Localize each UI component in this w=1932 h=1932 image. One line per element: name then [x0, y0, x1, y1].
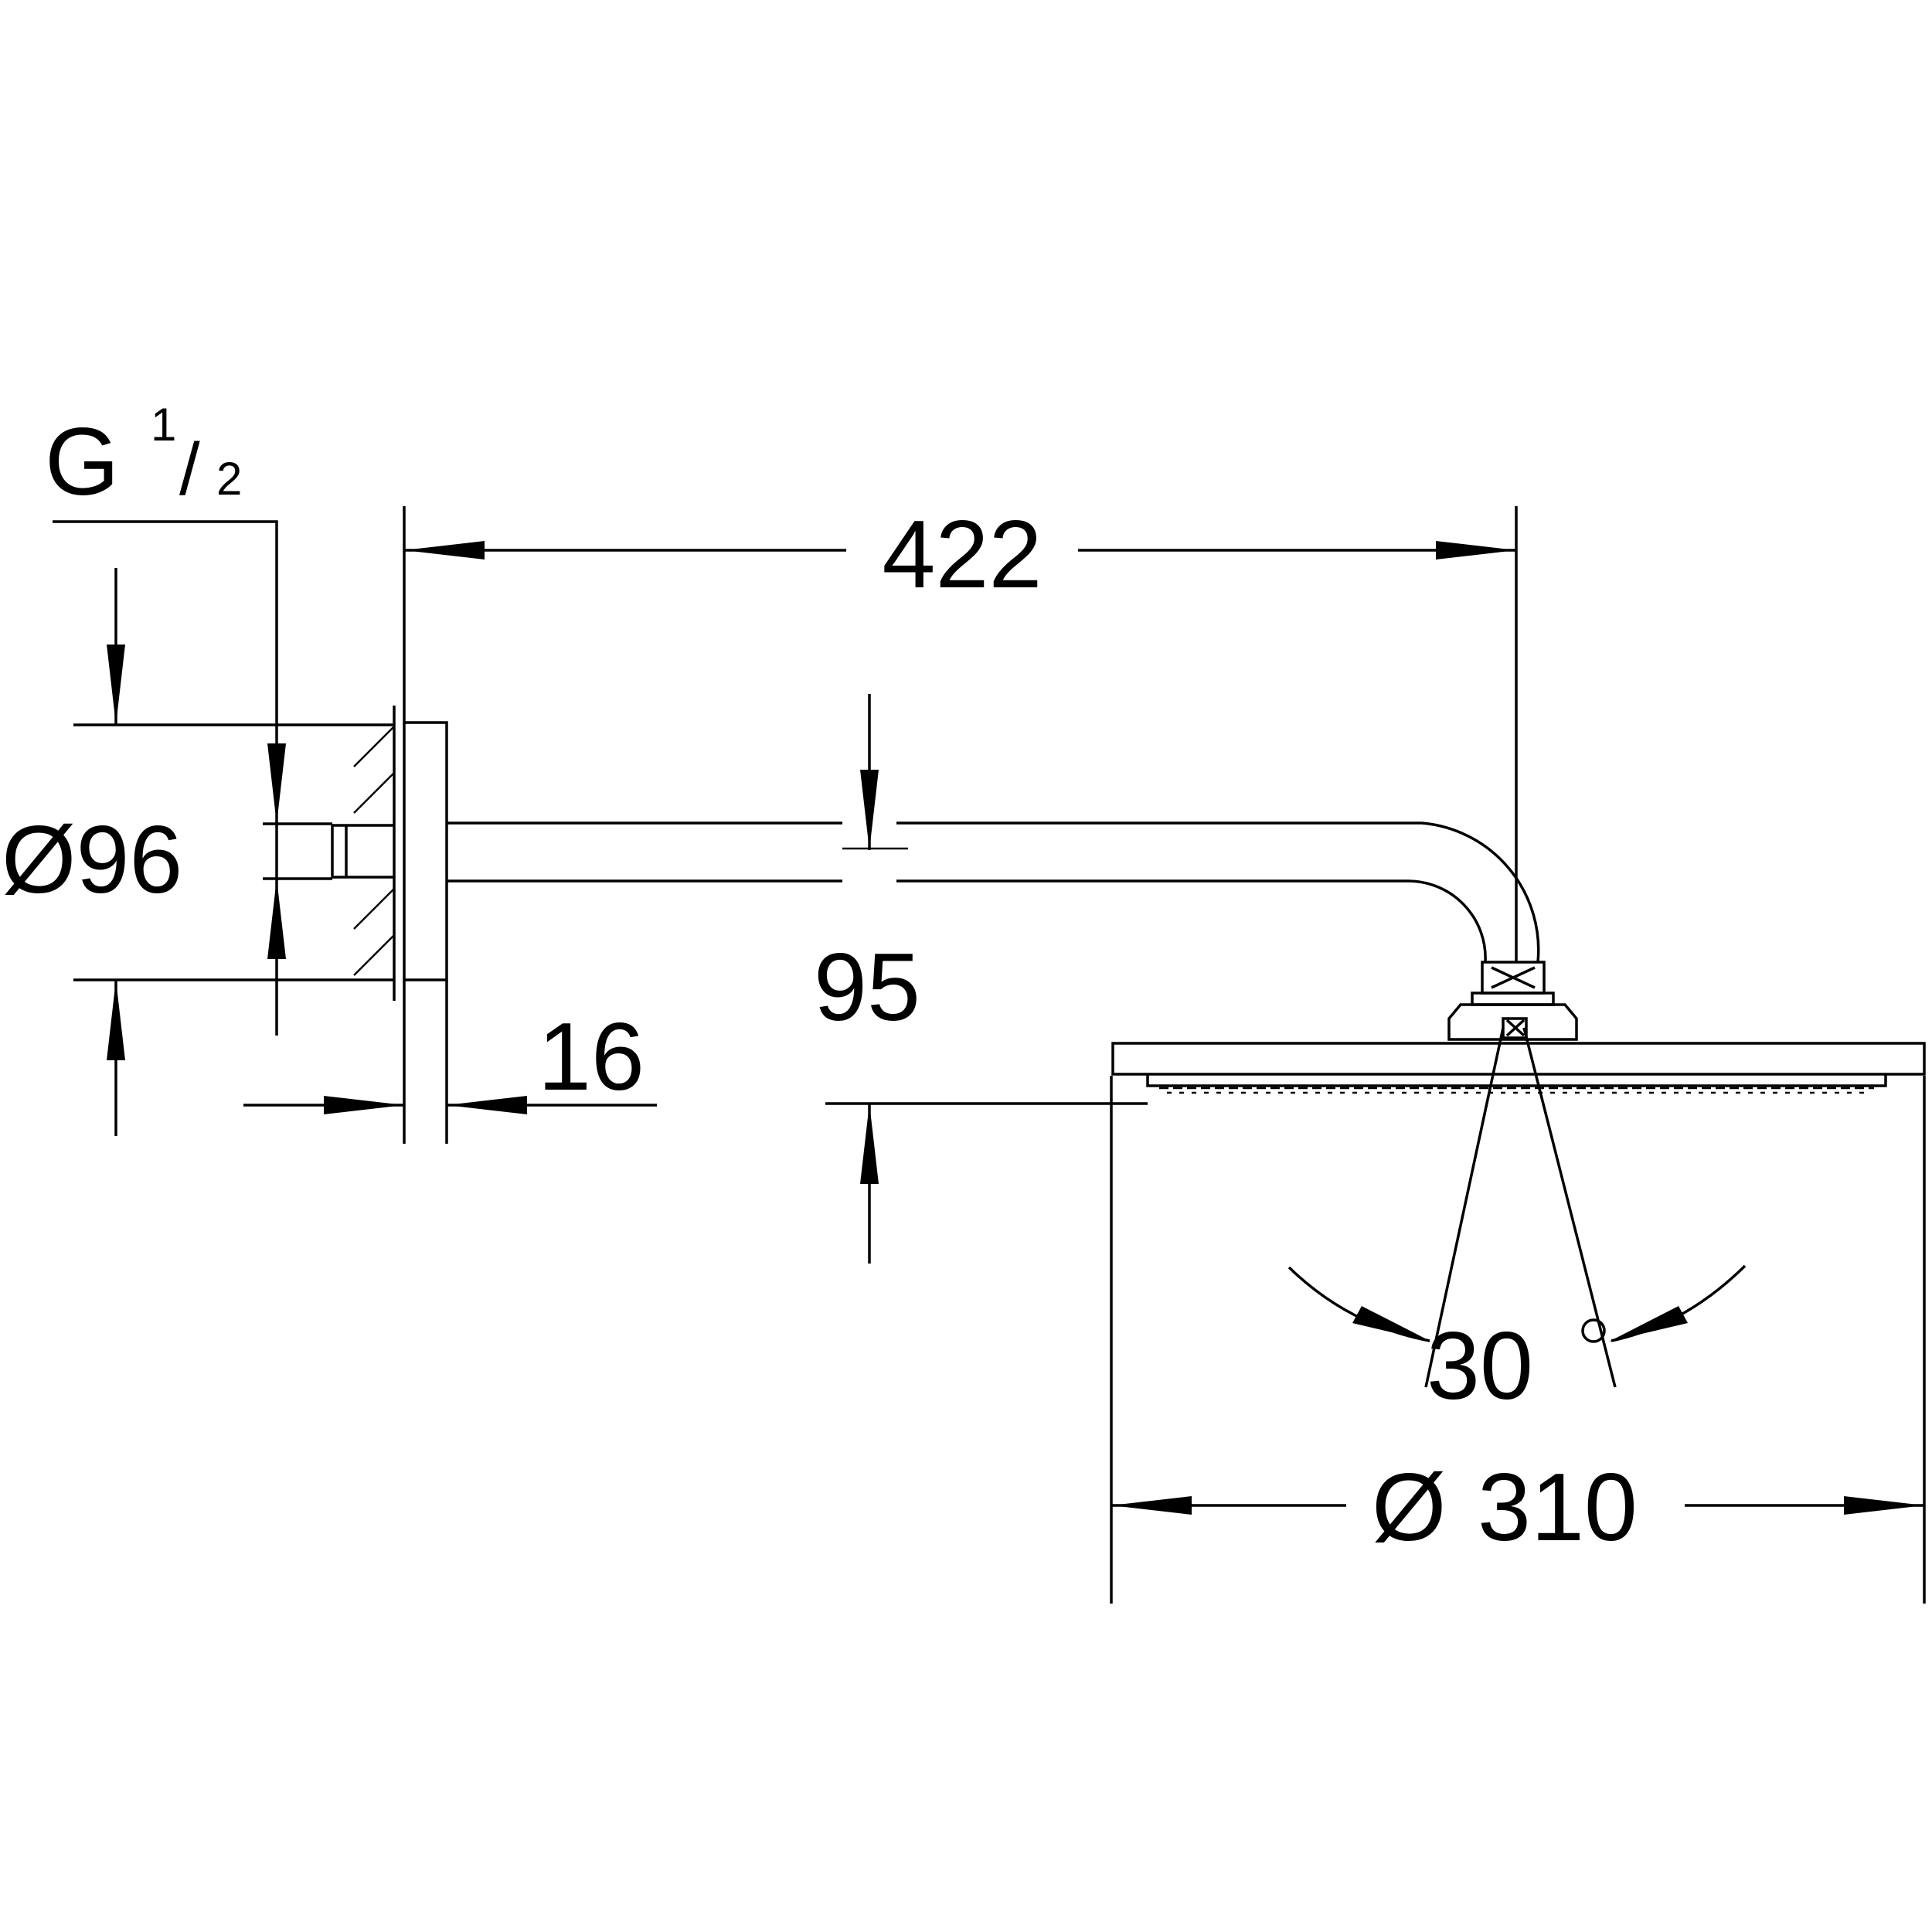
head-diameter-symbol: Ø	[1372, 1454, 1446, 1561]
dim-flange-depth: 16	[243, 980, 657, 1144]
wall-flange	[331, 706, 448, 1144]
degree-mark-circle	[1581, 1318, 1606, 1343]
arm-length-label: 422	[883, 502, 1043, 608]
flange-depth-label: 16	[538, 1004, 645, 1111]
dim-flange-diameter: Ø96	[2, 568, 394, 1136]
thread-slash: /	[179, 428, 200, 511]
dim-arm-drop: 95	[814, 694, 1148, 1264]
dim-tilt-angle: 30	[1287, 1027, 1747, 1420]
nozzle-pattern	[1159, 1087, 1874, 1094]
thread-label: G	[45, 409, 119, 515]
dim-head-diameter: Ø 310	[1110, 1076, 1926, 1604]
arm-drop-label: 95	[814, 934, 920, 1041]
tilt-angle-label: 30	[1427, 1313, 1533, 1420]
dim-thread: G 1 / 2	[45, 399, 332, 1036]
dim-arm-length: 422	[403, 502, 1518, 962]
head-diameter-value: 310	[1478, 1454, 1638, 1561]
shower-arm	[447, 821, 1540, 963]
shower-head	[1111, 961, 1926, 1094]
thread-denominator: 2	[216, 453, 242, 505]
flange-diameter-label: Ø96	[2, 807, 182, 913]
thread-numerator: 1	[151, 399, 176, 451]
